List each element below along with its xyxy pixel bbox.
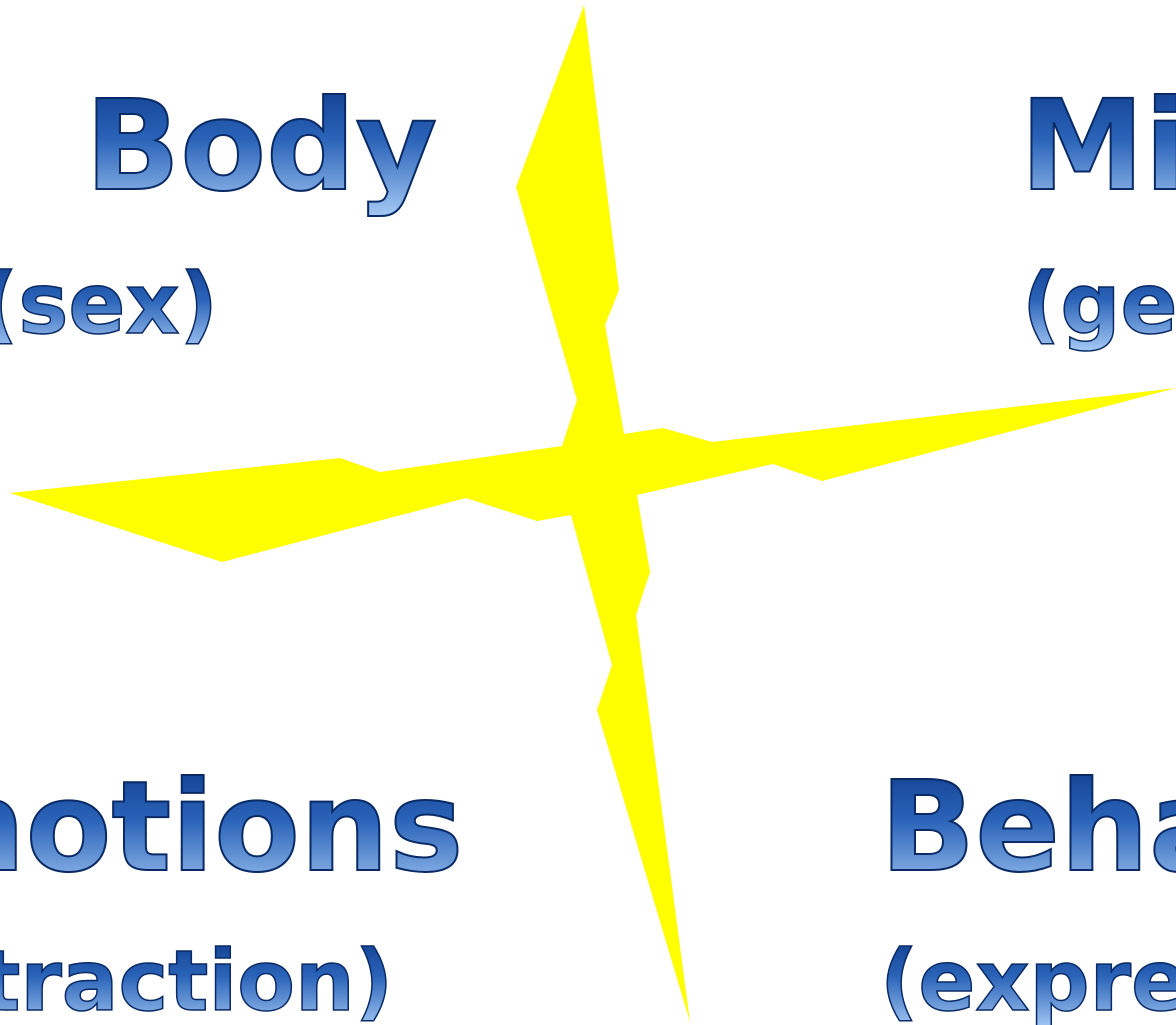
- quadrant-title-top-left: Body: [85, 74, 437, 219]
- quadrant-subtitle-top-left: (sex): [0, 255, 218, 353]
- star-cross-shape: [10, 5, 1176, 1022]
- quadrant-subtitle-bottom-right: (expression): [880, 932, 1176, 1025]
- quadrant-title-top-right: Mind: [1020, 74, 1176, 219]
- quadrant-subtitle-top-right: (gender): [1022, 255, 1176, 353]
- quadrant-subtitle-bottom-left: (attraction): [0, 932, 393, 1025]
- quadrant-title-bottom-left: Emotions: [0, 755, 463, 900]
- quadrant-title-bottom-right: Behavior: [880, 755, 1176, 900]
